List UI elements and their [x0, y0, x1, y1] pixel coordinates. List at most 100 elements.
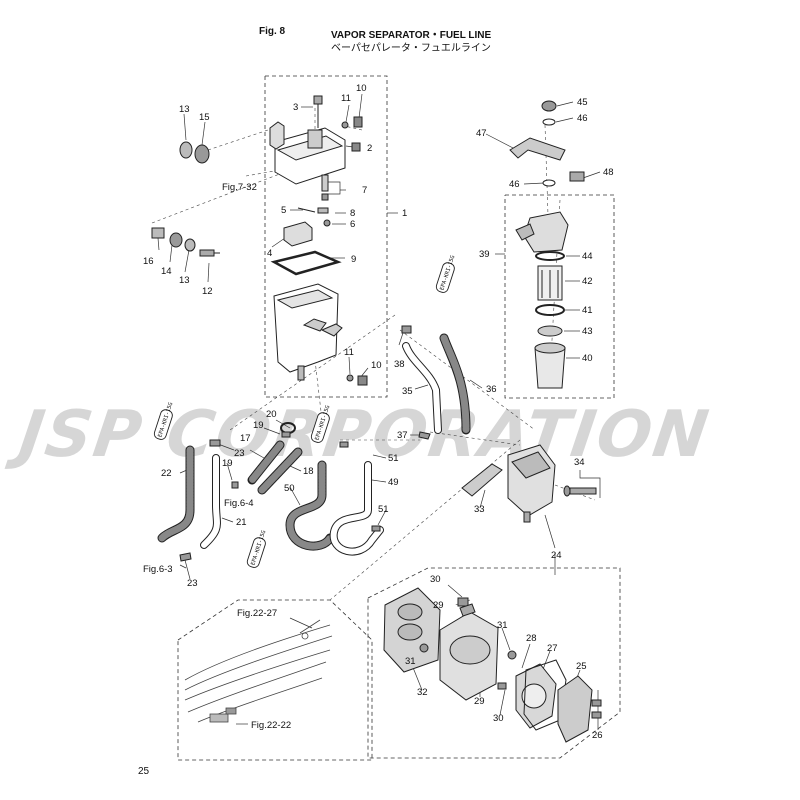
- callout-24: 24: [551, 550, 562, 561]
- callout-13b: 13: [179, 275, 190, 286]
- callout-numbers: 13 15 3 11 10 2 7 5 8 6 1 4 9 16 14 13 1…: [143, 83, 614, 741]
- pump-cover-25: [557, 675, 593, 743]
- washer-11b: [346, 374, 354, 382]
- float-4: [283, 221, 313, 247]
- callout-14: 14: [161, 266, 172, 277]
- vapor-separator-assembly: [269, 95, 368, 386]
- bracket-47: [509, 137, 566, 161]
- screw-30: [457, 597, 469, 607]
- callout-11b: 11: [344, 347, 354, 358]
- grommet-13b: [184, 238, 196, 252]
- callout-31b: 31: [405, 656, 416, 667]
- hose-clips: [179, 325, 431, 562]
- callout-29b: 29: [474, 696, 485, 707]
- fuel-pump-assembly: [383, 444, 602, 743]
- grommet-14: [169, 232, 183, 248]
- callout-47: 47: [476, 128, 487, 139]
- check-valve-31b: [507, 650, 517, 660]
- gasket-33: [461, 463, 503, 497]
- callout-30a: 30: [430, 574, 441, 585]
- callout-25: 25: [576, 661, 587, 672]
- callout-16: 16: [143, 256, 154, 267]
- o-ring-41: [535, 304, 565, 316]
- callout-21: 21: [236, 517, 247, 528]
- clip-38: [401, 325, 412, 334]
- callout-33: 33: [474, 504, 485, 515]
- callout-29a: 29: [433, 600, 444, 611]
- clip-8: [317, 207, 329, 214]
- callout-43: 43: [582, 326, 593, 337]
- callout-45: 45: [577, 97, 588, 108]
- callout-23a: 23: [234, 448, 245, 459]
- hose-22: [157, 445, 195, 543]
- hose-21: [200, 454, 221, 549]
- engine-inset: [184, 619, 333, 723]
- screw-6: [323, 219, 331, 227]
- pin-5: [297, 207, 316, 213]
- drain-fitting: [297, 365, 305, 381]
- valve-29: [459, 603, 476, 617]
- washer-46: [542, 118, 556, 126]
- nut-45: [541, 100, 557, 112]
- bolt-34: [569, 487, 597, 495]
- clip-19b: [231, 481, 239, 489]
- filter-inlet: [515, 223, 535, 241]
- seal-43: [537, 325, 563, 337]
- callout-36: 36: [486, 384, 497, 395]
- callout-46b: 46: [509, 179, 520, 190]
- hose-35: [402, 342, 442, 434]
- callout-35: 35: [402, 386, 413, 397]
- hose-36: [439, 333, 471, 435]
- screw-2: [351, 142, 361, 152]
- callout-50: 50: [284, 483, 295, 494]
- figure-subtitle: ベーパセパレータ・フュエルライン: [331, 43, 491, 54]
- callout-17: 17: [240, 433, 251, 444]
- callout-12: 12: [202, 286, 213, 297]
- screw-3: [313, 95, 323, 105]
- clip-19: [281, 431, 291, 438]
- ref-fig-22-27: Fig.22-27: [237, 608, 277, 619]
- callout-39: 39: [479, 249, 490, 260]
- group-boxes: [177, 75, 621, 761]
- epa-tag-c: EPA-KRI-15G: [310, 405, 331, 443]
- callout-37: 37: [397, 430, 408, 441]
- callout-19b: 19: [222, 458, 233, 469]
- callout-32: 32: [417, 687, 428, 698]
- callout-23b: 23: [187, 578, 198, 589]
- callout-13a: 13: [179, 104, 190, 115]
- callout-2: 2: [367, 143, 372, 154]
- callout-10a: 10: [356, 83, 367, 94]
- callout-1: 1: [402, 208, 407, 219]
- bowl-fitting-a: [302, 318, 327, 332]
- callout-26: 26: [592, 730, 603, 741]
- ref-fig-6-3: Fig.6-3: [143, 564, 173, 575]
- callout-49: 49: [388, 477, 399, 488]
- needle-valve-7: [321, 174, 329, 192]
- callout-41: 41: [582, 305, 593, 316]
- fuel-filter-group-box: [504, 194, 615, 399]
- callout-22: 22: [161, 468, 172, 479]
- ref-fig-7-32: Fig.7-32: [222, 182, 257, 193]
- callout-28: 28: [526, 633, 537, 644]
- callout-15: 15: [199, 112, 210, 123]
- bolt-10: [353, 116, 363, 128]
- callout-9: 9: [351, 254, 356, 265]
- epa-tag-a: EPA-KRI-15G: [435, 255, 456, 293]
- callout-46a: 46: [577, 113, 588, 124]
- epa-tag-d: EPA-KRI-15G: [246, 530, 267, 568]
- callout-4: 4: [267, 248, 272, 259]
- callout-10b: 10: [371, 360, 382, 371]
- callout-3: 3: [293, 102, 298, 113]
- bowl-fitting-b: [320, 323, 343, 337]
- hoses: [157, 333, 471, 556]
- hose-49: [329, 461, 384, 556]
- callout-20: 20: [266, 409, 277, 420]
- clip-37: [418, 431, 431, 440]
- page-number: 25: [138, 766, 150, 777]
- clip-23b: [179, 552, 192, 562]
- collar-16: [151, 227, 165, 239]
- washer-11: [341, 121, 349, 129]
- clip-51b: [371, 525, 381, 532]
